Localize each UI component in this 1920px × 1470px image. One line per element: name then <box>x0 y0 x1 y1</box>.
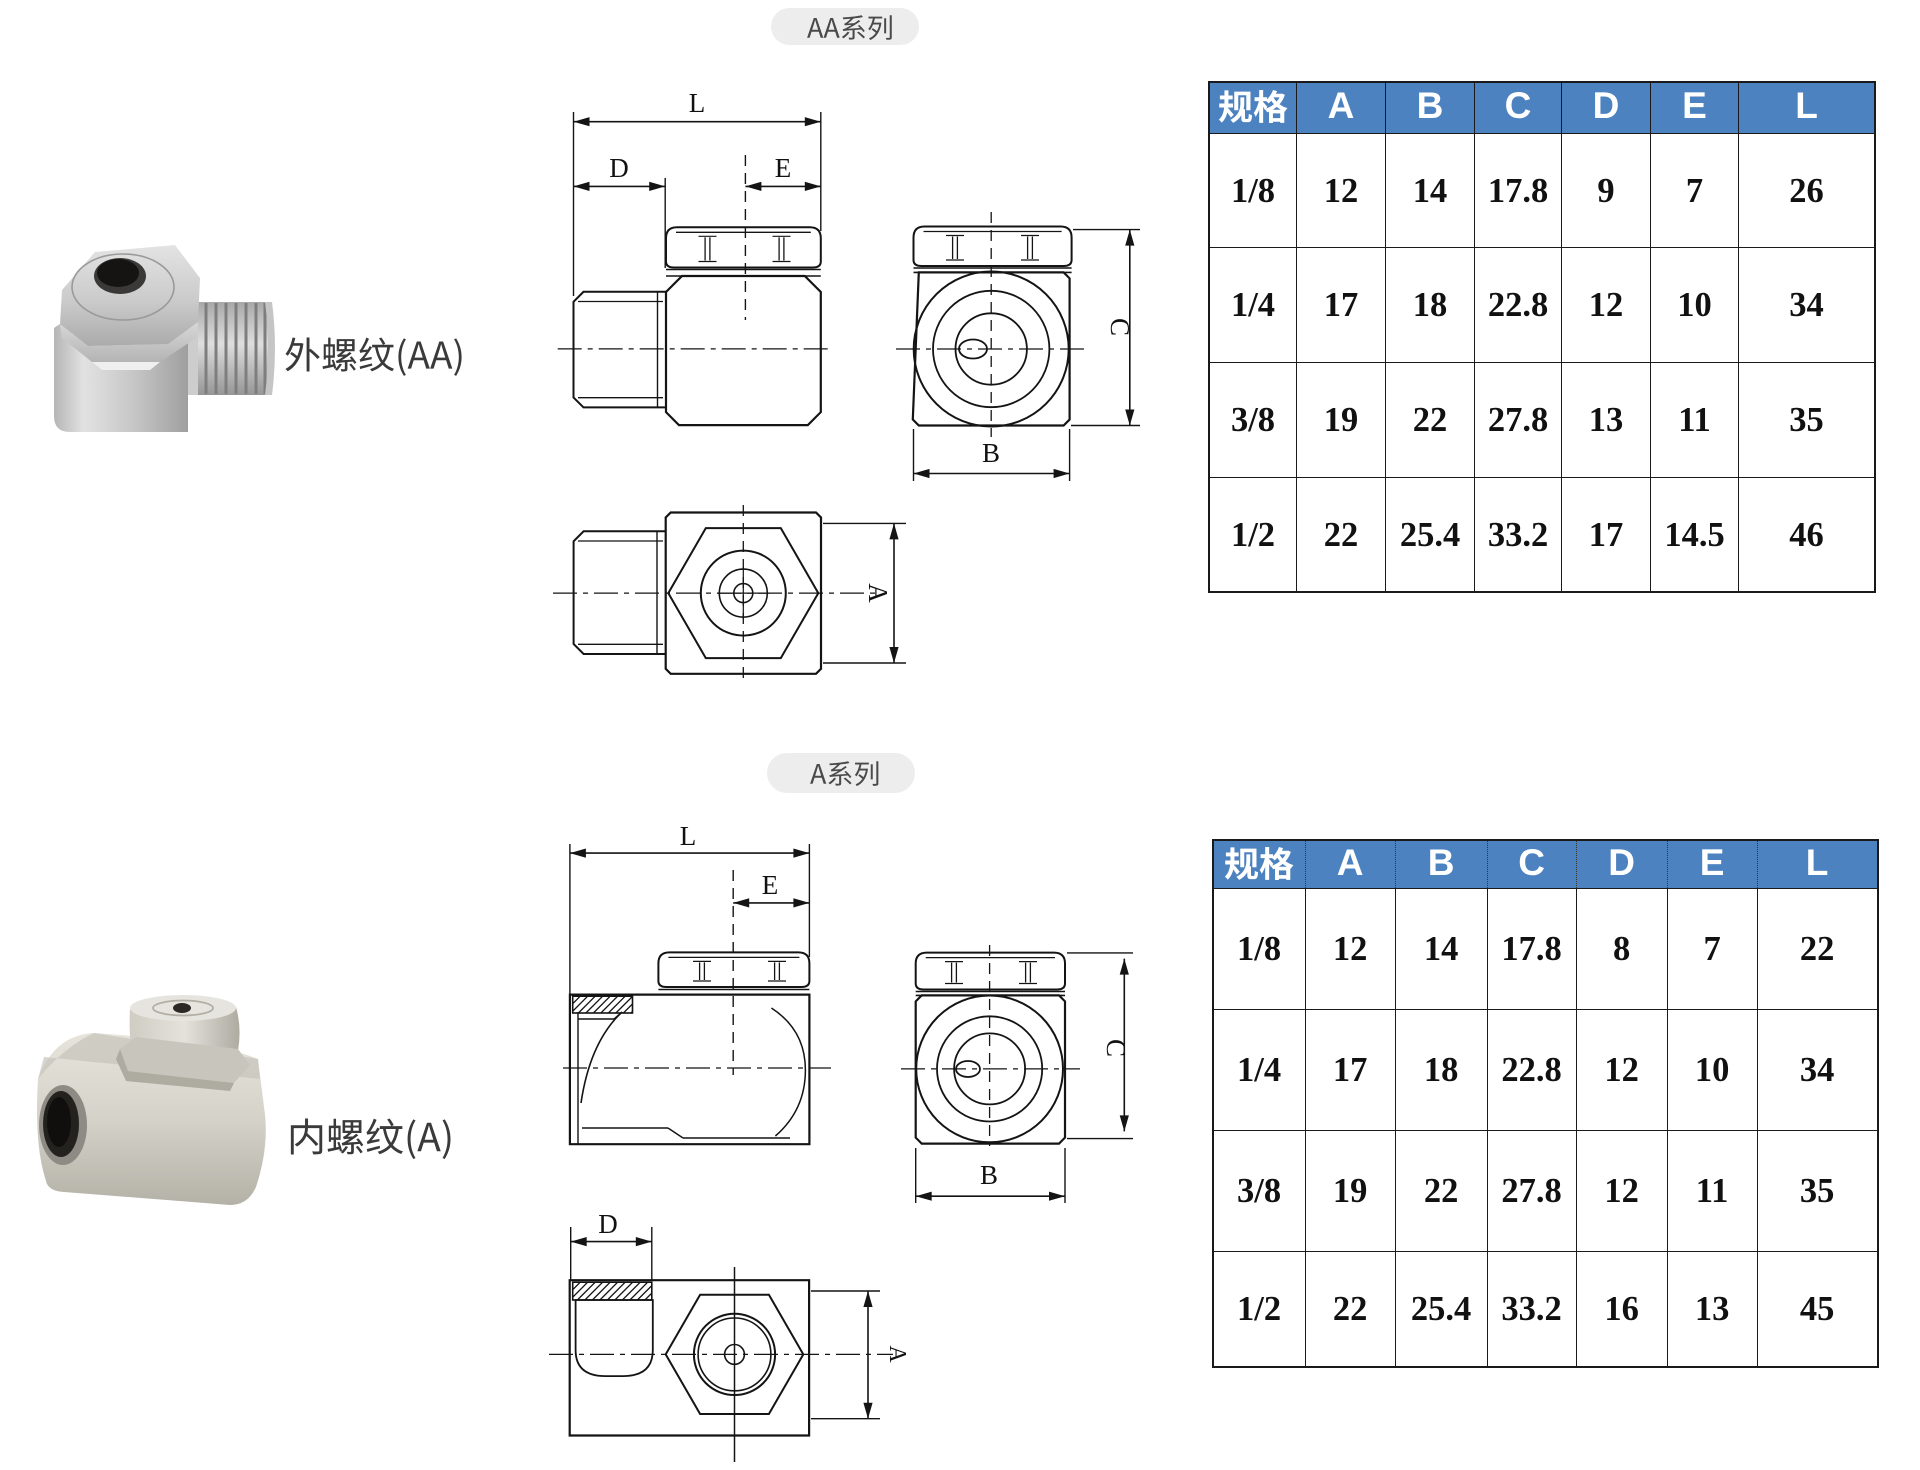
svg-text:L: L <box>689 88 706 118</box>
svg-text:E: E <box>775 153 792 183</box>
svg-text:E: E <box>762 870 779 900</box>
svg-text:A: A <box>863 583 893 603</box>
svg-text:B: B <box>982 438 1000 468</box>
svg-text:C: C <box>1105 318 1135 336</box>
svg-text:B: B <box>980 1160 998 1190</box>
svg-text:L: L <box>680 821 697 851</box>
svg-text:D: D <box>598 1209 618 1239</box>
svg-text:C: C <box>1101 1039 1131 1057</box>
svg-text:A: A <box>884 1345 910 1363</box>
svg-text:D: D <box>609 153 629 183</box>
